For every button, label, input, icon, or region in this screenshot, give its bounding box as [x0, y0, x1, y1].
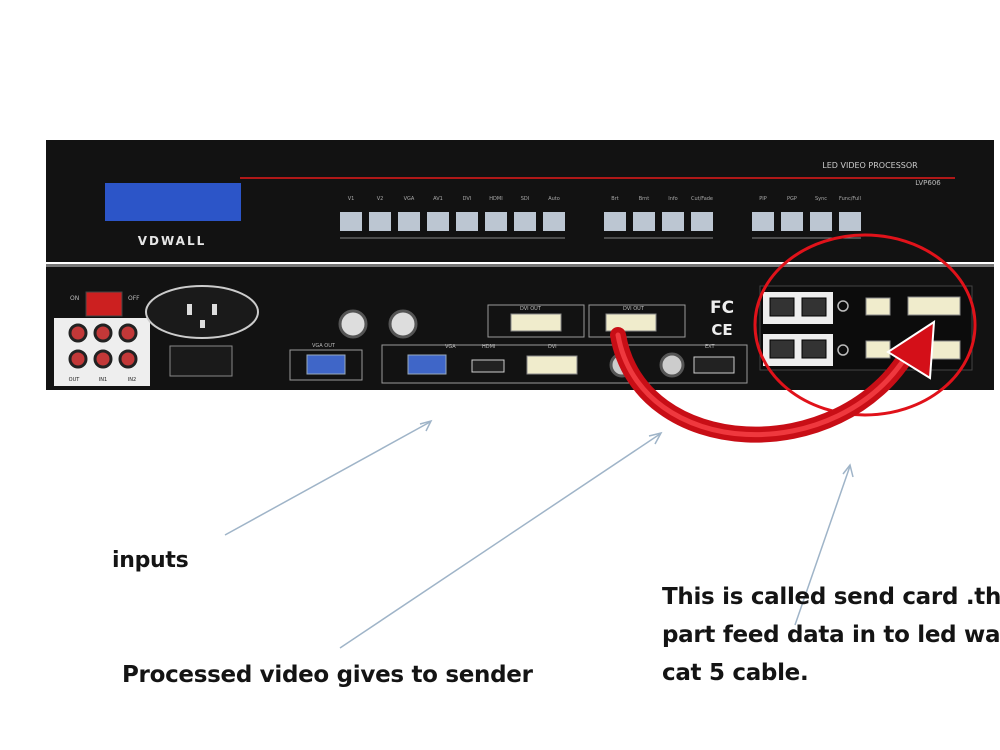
- pointer-send-card: [794, 465, 851, 626]
- rca-jack[interactable]: [118, 323, 138, 343]
- vga-out-port[interactable]: [306, 354, 346, 375]
- front-button[interactable]: [781, 212, 803, 231]
- dvi-in-port[interactable]: [526, 355, 578, 375]
- power-on-label: ON: [70, 295, 79, 302]
- serial-port[interactable]: [169, 345, 233, 377]
- button-label: SDI: [521, 196, 530, 202]
- button-label: HDMI: [489, 196, 502, 202]
- dvi-out-port[interactable]: [510, 313, 562, 332]
- button-label: Func/Full: [839, 196, 861, 202]
- front-button[interactable]: [340, 212, 362, 231]
- audio-label: OUT: [69, 377, 81, 383]
- dvi-out-label: DVI OUT: [520, 306, 542, 312]
- front-button[interactable]: [752, 212, 774, 231]
- bnc-connector[interactable]: [388, 309, 418, 339]
- bnc-connector[interactable]: [659, 352, 685, 378]
- annotation-processed-video: Processed video gives to sender: [122, 662, 533, 688]
- fc-mark: FC: [710, 298, 734, 318]
- button-label: V1: [348, 196, 355, 202]
- audio-label: IN1: [99, 377, 107, 383]
- annotation-send-card-line3: cat 5 cable.: [662, 660, 809, 686]
- button-group-inputs: V1 V2 VGA AV1 DVI HDMI SDI Auto: [340, 196, 565, 239]
- button-group-display: PIP PGP Sync Func/Full: [752, 196, 861, 239]
- button-label: V2: [377, 196, 384, 202]
- front-button[interactable]: [369, 212, 391, 231]
- usb-port[interactable]: [865, 340, 891, 359]
- front-button[interactable]: [839, 212, 861, 231]
- button-label: PGP: [787, 196, 797, 202]
- hdmi-label: HDMI: [482, 344, 495, 350]
- front-button[interactable]: [691, 212, 713, 231]
- dvi-out-port[interactable]: [605, 313, 657, 332]
- input-block: [381, 344, 748, 384]
- ext-label: EXT: [705, 344, 715, 350]
- pointer-processed: [339, 433, 661, 649]
- button-label: Info: [668, 196, 677, 202]
- annotation-inputs: inputs: [112, 548, 189, 573]
- front-button[interactable]: [456, 212, 478, 231]
- rca-jack[interactable]: [68, 323, 88, 343]
- button-label: Brnt: [639, 196, 650, 202]
- ce-mark: CE: [711, 321, 732, 339]
- annotation-send-card: This is called send card .this part feed…: [662, 578, 1000, 692]
- annotation-send-card-line1: This is called send card .this: [662, 584, 1000, 610]
- front-button[interactable]: [543, 212, 565, 231]
- front-button[interactable]: [604, 212, 626, 231]
- button-label: Cut/Fade: [691, 196, 713, 202]
- front-button[interactable]: [398, 212, 420, 231]
- pointer-inputs: [224, 421, 431, 536]
- arrow-head: [886, 320, 936, 380]
- power-off-label: OFF: [128, 295, 140, 302]
- vga-in-label: VGA: [445, 344, 456, 350]
- rear-panel: ON OFF OUT IN1 IN2 VGA OUT VGA: [46, 264, 994, 390]
- vga-in-port[interactable]: [407, 354, 447, 375]
- front-button[interactable]: [485, 212, 507, 231]
- dvi-in-port[interactable]: [907, 296, 961, 316]
- highlight-circle: [753, 233, 977, 417]
- send-card: [759, 285, 973, 371]
- hdmi-port[interactable]: [471, 359, 505, 373]
- dvi-out-label: DVI OUT: [623, 306, 645, 312]
- model-title: LED VIDEO PROCESSOR: [822, 161, 918, 170]
- button-label: VGA: [404, 196, 415, 202]
- front-button[interactable]: [662, 212, 684, 231]
- ext-port[interactable]: [693, 356, 735, 374]
- front-button[interactable]: [633, 212, 655, 231]
- audio-label: IN2: [128, 377, 136, 383]
- lcd-display: [105, 183, 241, 221]
- vga-out-label: VGA OUT: [312, 343, 336, 349]
- usb-port[interactable]: [865, 297, 891, 316]
- button-label: Auto: [548, 196, 560, 202]
- audio-connectors: OUT IN1 IN2: [54, 318, 150, 386]
- button-label: PIP: [759, 196, 767, 202]
- annotation-send-card-line2: part feed data in to led wall: [662, 622, 1000, 648]
- brand-logo: VDWALL: [138, 234, 207, 248]
- model-number: LVP606: [915, 179, 941, 187]
- button-label: Brt: [611, 196, 618, 202]
- rca-jack[interactable]: [93, 349, 113, 369]
- rca-jack[interactable]: [118, 349, 138, 369]
- front-button[interactable]: [514, 212, 536, 231]
- button-label: DVI: [463, 196, 472, 202]
- dvi-label: DVI: [548, 344, 557, 350]
- button-label: Sync: [815, 196, 827, 202]
- front-panel: LED VIDEO PROCESSOR LVP606 VDWALL V1 V2 …: [46, 140, 994, 262]
- front-button[interactable]: [427, 212, 449, 231]
- button-label: AV1: [433, 196, 443, 202]
- front-button[interactable]: [810, 212, 832, 231]
- bnc-connector[interactable]: [338, 309, 368, 339]
- rca-jack[interactable]: [93, 323, 113, 343]
- button-group-adjust: Brt Brnt Info Cut/Fade: [604, 196, 713, 239]
- power-switch[interactable]: [85, 291, 123, 317]
- rca-jack[interactable]: [68, 349, 88, 369]
- power-socket[interactable]: [145, 285, 259, 339]
